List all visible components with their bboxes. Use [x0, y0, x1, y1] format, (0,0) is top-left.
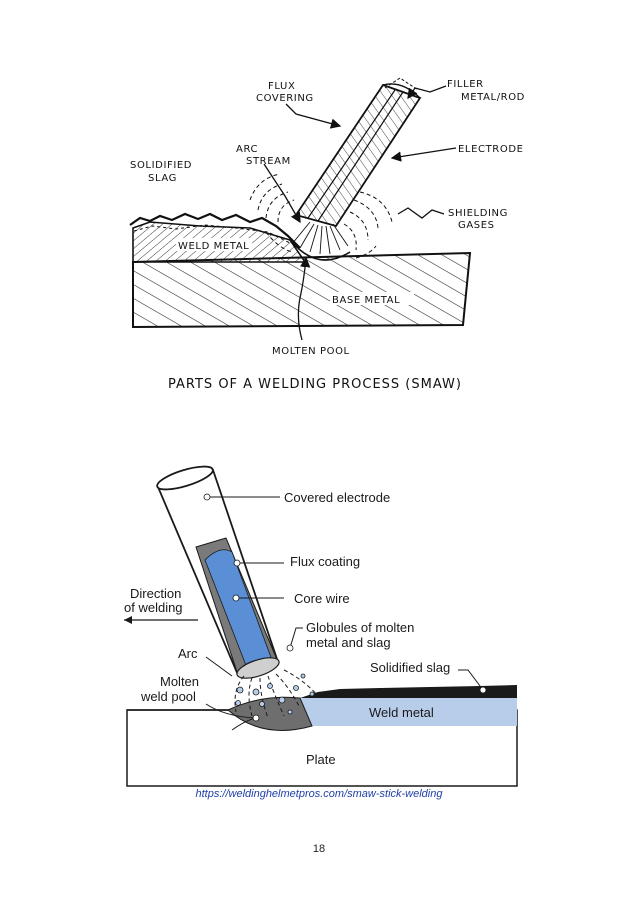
globules — [235, 673, 315, 715]
arc — [234, 669, 319, 719]
label-arc-stream-1: ARC — [236, 144, 258, 155]
molten-pool-shape — [291, 241, 351, 261]
leader-shielding-gases — [397, 207, 445, 219]
base-metal-label-bg — [330, 292, 414, 305]
label-solidified-slag: Solidified slag — [370, 660, 450, 675]
label-arc: Arc — [178, 646, 198, 661]
label-flux-covering-2: COVERING — [256, 93, 314, 104]
label-solidified-slag-1: SOLIDIFIED — [130, 160, 192, 171]
leader-molten-pool — [205, 703, 255, 719]
solidified-slag — [300, 685, 517, 698]
core-wire — [204, 549, 273, 669]
label-arc-stream-2: STREAM — [246, 156, 291, 167]
caption-smaw: PARTS OF A WELDING PROCESS (SMAW) — [168, 377, 462, 392]
figure-smaw-illustration: Covered electrode Flux coating Core wire… — [124, 465, 518, 787]
covered-electrode — [156, 465, 280, 679]
electrode-rod — [294, 77, 422, 228]
leader-solidified-slag — [458, 669, 484, 691]
leader-flux-covering — [285, 103, 342, 129]
leader-electrode — [390, 147, 457, 162]
label-filler-1: FILLER — [447, 79, 484, 90]
shielding-gases — [249, 173, 393, 259]
label-base-metal: BASE METAL — [332, 295, 400, 306]
weld-metal-bar — [300, 698, 517, 726]
label-shielding-gases-1: SHIELDING — [448, 208, 508, 219]
label-direction-2: of welding — [124, 600, 183, 615]
source-url[interactable]: https://weldinghelmetpros.com/smaw-stick… — [195, 788, 443, 800]
figure-smaw-sketch: FLUX COVERING FILLER METAL/ROD ARC STREA… — [129, 77, 525, 392]
leader-arc-stream — [263, 163, 301, 224]
label-filler-2: METAL/ROD — [461, 92, 525, 103]
direction-arrow — [124, 616, 198, 624]
leader-filler-metal — [407, 85, 447, 100]
page-number: 18 — [312, 843, 326, 855]
label-weld-metal-sketch: WELD METAL — [178, 241, 249, 252]
label-shielding-gases-2: GASES — [458, 220, 495, 231]
label-molten-2: weld pool — [140, 689, 196, 704]
leader-molten-pool — [297, 256, 311, 341]
label-plate: Plate — [306, 752, 336, 767]
molten-weld-pool — [227, 696, 313, 731]
weld-metal-label-bg — [176, 238, 252, 251]
label-weld-metal: Weld metal — [369, 705, 434, 720]
label-flux-covering-1: FLUX — [268, 81, 295, 92]
label-covered-electrode: Covered electrode — [284, 490, 390, 505]
leader-globules — [289, 627, 303, 649]
label-globules-1: Globules of molten — [306, 620, 414, 635]
label-flux-coating: Flux coating — [290, 554, 360, 569]
label-core-wire: Core wire — [294, 591, 350, 606]
label-molten-pool: MOLTEN POOL — [272, 346, 350, 357]
label-solidified-slag-2: SLAG — [148, 173, 177, 184]
solidified-slag-crust — [129, 212, 301, 249]
label-molten-1: Molten — [160, 674, 199, 689]
leader-arc — [205, 656, 233, 677]
arc-stream — [291, 221, 349, 255]
label-globules-2: metal and slag — [306, 635, 391, 650]
label-electrode: ELECTRODE — [458, 144, 524, 155]
label-direction-1: Direction — [130, 586, 181, 601]
